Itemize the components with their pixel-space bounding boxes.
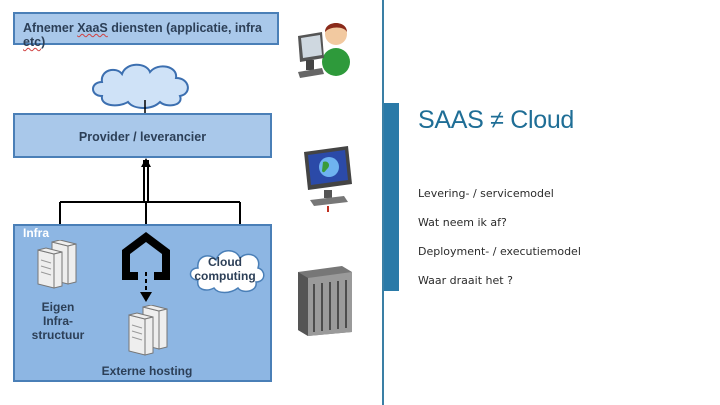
provider-box: Provider / leverancier [13,113,272,158]
server-rack-icon [298,266,352,336]
own-infra-line2: Infra- [43,314,73,328]
secure-connection-icon [122,232,170,302]
cloud-label-line1: Cloud [208,255,242,269]
infra-label: Infra [23,226,50,240]
hosting-servers-icon [128,305,168,356]
cloud-icon [92,63,189,109]
cloud-label-line2: computing [194,269,256,283]
accent-bar [384,103,399,291]
connector-line [144,100,146,115]
cloud-computing-label: Cloud computing [190,255,260,283]
bullet-delivery-model: Levering- / servicemodel [418,187,554,200]
slide-divider [382,0,384,405]
slide-title: SAAS ≠ Cloud [418,106,575,134]
bullet-what-consumed: Wat neem ik af? [418,216,507,229]
own-infra-line3: structuur [31,328,85,342]
bullet-where-runs: Waar draait het ? [418,274,513,287]
server-stack-icon [37,240,77,289]
own-infra-line1: Eigen [41,300,75,314]
provider-label: Provider / leverancier [78,130,207,144]
connector-arrows [59,158,241,228]
consumer-box: Afnemer XaaS diensten (applicatie, infra… [13,12,279,49]
cloud-computing-icon [189,250,265,294]
consumer-label: Afnemer XaaS diensten (applicatie, infra… [23,21,262,49]
hosting-label: Externe hosting [101,364,193,378]
bullet-deployment-model: Deployment- / executiemodel [418,245,581,258]
globe-monitor-icon [304,146,352,212]
user-at-computer-icon [298,23,350,78]
own-infra-label: Eigen Infra- structuur [30,300,86,342]
